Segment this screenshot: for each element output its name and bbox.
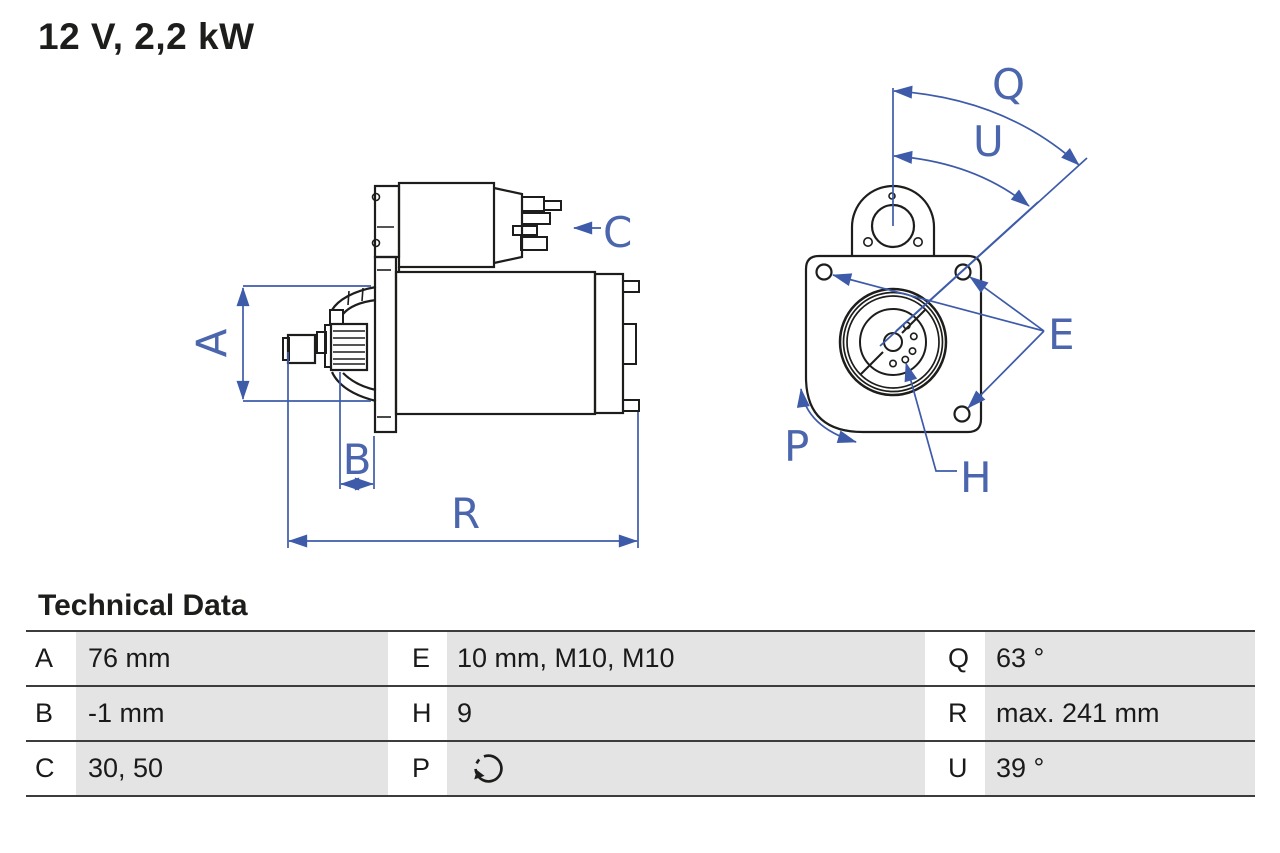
dim-label-b: B xyxy=(343,435,372,484)
param-key: U xyxy=(925,742,985,795)
dim-label-u: U xyxy=(973,117,1004,166)
dim-label-p: P xyxy=(784,422,809,471)
param-value: 76 mm xyxy=(76,632,388,685)
param-key: B xyxy=(26,687,76,740)
param-value: 30, 50 xyxy=(76,742,388,795)
rotation-direction-icon xyxy=(474,754,503,783)
dimension-labels: A B C R Q U E P H xyxy=(188,60,1075,538)
param-key: P xyxy=(388,742,447,795)
param-value: max. 241 mm xyxy=(985,687,1255,740)
param-key: H xyxy=(388,687,447,740)
table-row: A 76 mm E 10 mm, M10, M10 Q 63 ° xyxy=(26,630,1255,685)
param-key: Q xyxy=(925,632,985,685)
dim-label-h: H xyxy=(960,453,992,502)
dim-label-r: R xyxy=(451,489,480,538)
dim-label-q: Q xyxy=(992,60,1025,109)
param-value: 10 mm, M10, M10 xyxy=(447,632,925,685)
dim-label-c: C xyxy=(603,208,632,257)
param-value: -1 mm xyxy=(76,687,388,740)
table-row: C 30, 50 P U 39 ° xyxy=(26,740,1255,795)
technical-data-table: A 76 mm E 10 mm, M10, M10 Q 63 ° B -1 mm… xyxy=(26,630,1255,797)
param-key: R xyxy=(925,687,985,740)
param-key: A xyxy=(26,632,76,685)
technical-drawing: A B C R Q U E P H xyxy=(188,60,1088,548)
table-row: B -1 mm H 9 R max. 241 mm xyxy=(26,685,1255,740)
param-key: C xyxy=(26,742,76,795)
dimension-lines xyxy=(236,85,1088,548)
param-value: 63 ° xyxy=(985,632,1255,685)
param-value: 9 xyxy=(447,687,925,740)
param-value xyxy=(447,742,925,795)
param-key: E xyxy=(388,632,447,685)
side-view-drawing xyxy=(282,181,640,434)
page-title: 12 V, 2,2 kW xyxy=(38,16,255,57)
dim-label-e: E xyxy=(1048,310,1075,359)
dim-label-a: A xyxy=(188,328,237,357)
technical-data-heading: Technical Data xyxy=(38,589,248,622)
param-value: 39 ° xyxy=(985,742,1255,795)
